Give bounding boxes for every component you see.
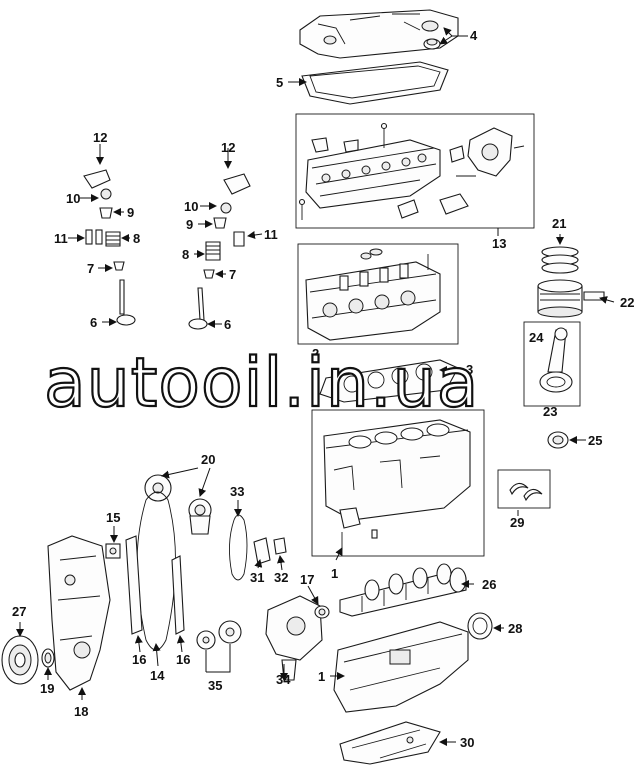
callout-19: 19	[40, 681, 54, 696]
callout-11-left: 11	[54, 231, 68, 246]
callout-labels: 4 5 13 12 12 10 9 11 8 7 6 10 9 11 8 7 6…	[12, 28, 634, 750]
piston	[537, 279, 605, 318]
oil-filler-cap	[423, 38, 441, 50]
valve-cover	[299, 9, 459, 59]
tensioner-15	[105, 543, 121, 559]
main-bearings-box	[497, 469, 551, 509]
valve-train-right	[188, 173, 251, 330]
callout-27: 27	[12, 604, 26, 619]
callout-18: 18	[74, 704, 88, 719]
callout-10-left: 10	[66, 191, 80, 206]
callout-12-right: 12	[221, 140, 235, 155]
callout-8-left: 8	[133, 231, 140, 246]
callout-21: 21	[552, 216, 566, 231]
callout-22: 22	[620, 295, 634, 310]
timing-chain-14	[136, 491, 176, 651]
cylinder-head-box	[297, 243, 459, 345]
callout-12-left: 12	[93, 130, 107, 145]
callout-7-left: 7	[87, 261, 94, 276]
piston-rings	[541, 246, 579, 274]
callout-28: 28	[508, 621, 522, 636]
callout-15: 15	[106, 510, 120, 525]
callout-16-right: 16	[176, 652, 190, 667]
connecting-rod-box	[523, 321, 581, 407]
front-crank-seal	[41, 648, 55, 668]
callout-35: 35	[208, 678, 222, 693]
callout-4: 4	[470, 28, 478, 43]
callout-5: 5	[276, 75, 283, 90]
crankshaft-seal-25	[547, 431, 569, 449]
callout-17: 17	[300, 572, 314, 587]
callout-26: 26	[482, 577, 496, 592]
callout-34: 34	[276, 672, 291, 687]
callout-9-right: 9	[186, 217, 193, 232]
watermark-text: autooil.in.ua	[44, 344, 479, 423]
callout-24: 24	[529, 330, 544, 345]
tensioner-31	[253, 537, 271, 565]
callout-25: 25	[588, 433, 602, 448]
balancer-chain-33	[229, 514, 248, 581]
callout-23: 23	[543, 404, 557, 419]
guide-32	[273, 537, 287, 555]
cylinder-block-box	[311, 409, 485, 557]
callout-29: 29	[510, 515, 524, 530]
callout-1-block: 1	[331, 566, 338, 581]
callout-33: 33	[230, 484, 244, 499]
leader-lines	[16, 27, 615, 746]
callout-2: 2	[312, 346, 319, 361]
callout-3: 3	[466, 362, 473, 377]
chain-guides-16	[125, 535, 185, 635]
seal-17	[314, 605, 330, 619]
sprockets-35	[196, 620, 242, 650]
oil-pump-34	[265, 595, 323, 681]
callout-16-left: 16	[132, 652, 146, 667]
callout-20: 20	[201, 452, 215, 467]
callout-32: 32	[274, 570, 288, 585]
valve-cover-gasket	[301, 61, 449, 105]
crankshaft-pulley	[1, 635, 39, 685]
head-gasket	[319, 359, 459, 403]
callout-14: 14	[150, 668, 165, 683]
timing-cover	[47, 535, 111, 691]
callout-9-left: 9	[127, 205, 134, 220]
callout-1-pan: 1	[318, 669, 325, 684]
rear-main-seal	[467, 612, 493, 640]
callout-10-right: 10	[184, 199, 198, 214]
valve-train-left	[83, 169, 136, 326]
callout-7-right: 7	[229, 267, 236, 282]
callout-8-right: 8	[182, 247, 189, 262]
callout-31: 31	[250, 570, 264, 585]
timing-gear-20	[144, 474, 212, 535]
callout-11-right: 11	[264, 227, 278, 242]
oil-pan-upper	[333, 621, 469, 713]
crankshaft	[339, 563, 467, 617]
camshaft-group-box	[295, 113, 535, 229]
callout-6-right: 6	[224, 317, 231, 332]
callout-30: 30	[460, 735, 474, 750]
callout-6-left: 6	[90, 315, 97, 330]
callout-13: 13	[492, 236, 506, 251]
oil-pan-lower	[339, 721, 441, 765]
